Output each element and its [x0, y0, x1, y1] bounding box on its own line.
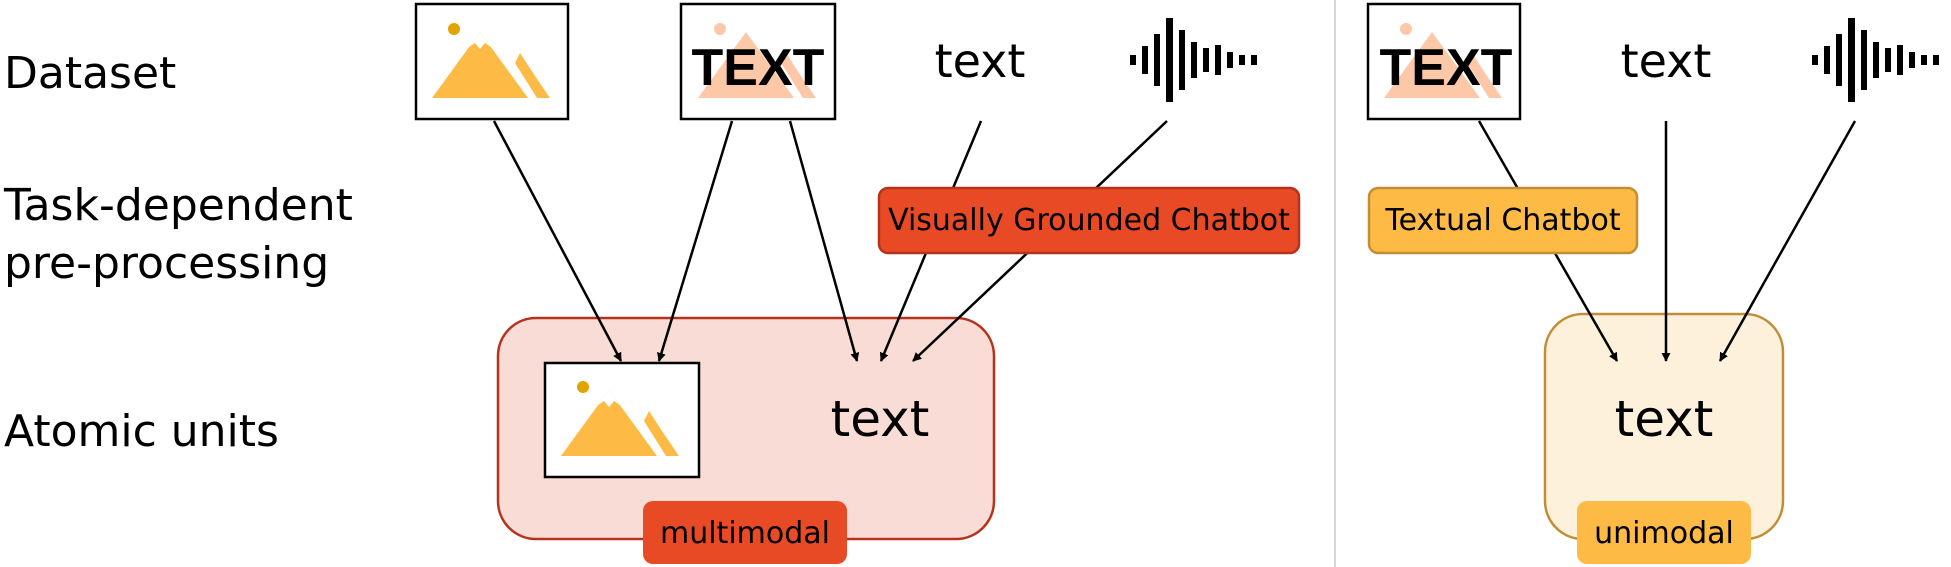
- multimodal-tag: multimodal: [643, 501, 847, 564]
- unimodal-tag: unimodal: [1577, 501, 1751, 564]
- right-audio-waveform-icon: [1812, 18, 1939, 102]
- row-label-dataset: Dataset: [4, 48, 176, 99]
- text-image-word: TEXT: [692, 39, 825, 97]
- right-text-image-word: TEXT: [1380, 39, 1513, 97]
- right-dataset-text: text: [1621, 34, 1712, 88]
- atomic-image: [543, 361, 701, 479]
- audio-waveform-icon: [1130, 18, 1257, 102]
- dataset-text-image: TEXT: [679, 2, 837, 121]
- arrow-right-audio-to-atomic-text: [1718, 120, 1857, 362]
- textual-chatbot-label: Textual Chatbot: [1384, 203, 1620, 238]
- faded-mountain-image-icon: [698, 23, 816, 98]
- multimodal-tag-label: multimodal: [660, 516, 830, 551]
- row-label-preprocessing-line1: Task-dependent: [3, 180, 353, 231]
- row-label-preprocessing-line2: pre-processing: [4, 238, 329, 289]
- right-dataset-text-image: TEXT: [1366, 2, 1522, 121]
- atomic-text-unimodal: text: [1615, 390, 1714, 448]
- visually-grounded-chatbot-label: Visually Grounded Chatbot: [888, 203, 1290, 238]
- arrow-image-to-atomic-image: [492, 120, 623, 362]
- dataset-image: [414, 2, 570, 121]
- row-label-atomic-units: Atomic units: [4, 406, 279, 457]
- unimodal-tag-label: unimodal: [1594, 516, 1734, 551]
- textual-chatbot-box: Textual Chatbot: [1367, 186, 1639, 255]
- arrow-text-image-to-atomic-text: [788, 120, 860, 362]
- dataset-text: text: [935, 34, 1026, 88]
- atomic-text-multimodal: text: [831, 390, 930, 448]
- visually-grounded-chatbot-box: Visually Grounded Chatbot: [877, 186, 1301, 255]
- mountain-image-icon: [561, 381, 679, 456]
- arrow-text-image-to-atomic-image: [657, 120, 734, 362]
- faded-mountain-image-icon: [1384, 23, 1502, 98]
- mountain-image-icon: [432, 23, 550, 98]
